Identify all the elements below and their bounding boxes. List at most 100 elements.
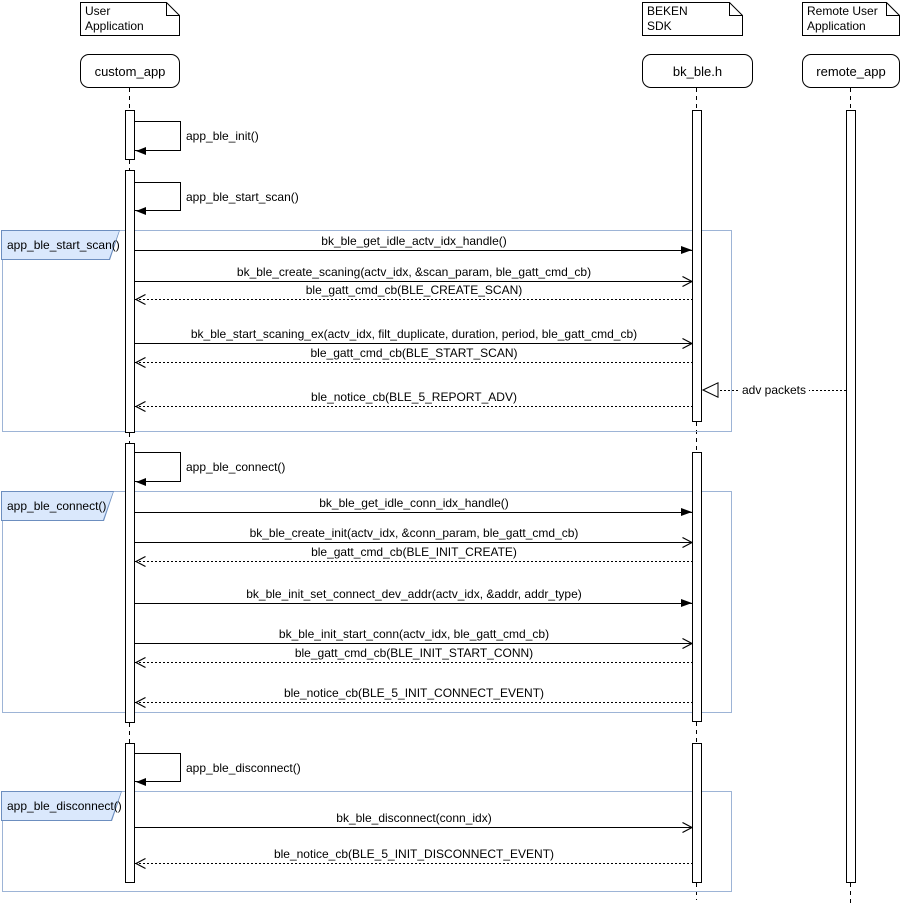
lifeline-bk_ble	[696, 722, 697, 743]
open-arrowhead	[135, 356, 146, 369]
open-arrowhead	[135, 696, 146, 709]
self-message-arrowhead	[136, 778, 146, 786]
activation-bar-custom_app	[125, 743, 135, 883]
note-text-line2: Application	[85, 19, 144, 33]
frame-app-ble-disconnect-	[2, 791, 732, 892]
message-line	[135, 603, 692, 604]
frame-label: app_ble_start_scan()	[1, 230, 120, 260]
open-arrowhead	[682, 337, 693, 350]
open-arrowhead	[682, 275, 693, 288]
open-arrowhead	[135, 555, 146, 568]
self-message-loop	[135, 182, 181, 211]
message-line	[135, 343, 692, 344]
frame-label: app_ble_connect()	[1, 491, 114, 521]
frame-label-text: app_ble_connect()	[7, 499, 107, 513]
activation-bar-remote_app	[846, 110, 856, 883]
message-label: ble_notice_cb(BLE_5_REPORT_ADV)	[311, 390, 517, 404]
message-label: ble_gatt_cmd_cb(BLE_CREATE_SCAN)	[305, 283, 523, 297]
message-return-line	[135, 702, 692, 703]
frame-label-text: app_ble_start_scan()	[7, 238, 120, 252]
message-line	[135, 250, 692, 251]
note-text-line1: User	[85, 4, 111, 18]
activation-bar-custom_app	[125, 170, 135, 433]
note-fold-icon	[802, 2, 900, 36]
message-label: ble_notice_cb(BLE_5_INIT_DISCONNECT_EVEN…	[273, 847, 555, 861]
lifeline-custom_app	[129, 433, 130, 443]
message-return-line	[135, 406, 692, 407]
lifeline-custom_app	[129, 723, 130, 743]
open-arrowhead	[682, 536, 693, 549]
self-message-loop	[135, 121, 181, 151]
open-arrowhead	[682, 637, 693, 650]
filled-arrowhead	[681, 508, 692, 516]
activation-bar-custom_app	[125, 110, 135, 160]
open-triangle-arrowhead	[702, 382, 719, 398]
message-label: ble_gatt_cmd_cb(BLE_INIT_CREATE)	[311, 545, 517, 559]
frame-label-text: app_ble_disconnect()	[7, 799, 122, 813]
note-text-line1: BEKEN	[647, 4, 688, 18]
message-line	[135, 827, 692, 828]
message-return-line	[135, 362, 692, 363]
lifeline-bk_ble	[696, 422, 697, 452]
open-arrowhead	[135, 857, 146, 870]
actor-name: custom_app	[94, 63, 166, 79]
frame-label-shape-fill	[2, 231, 119, 259]
message-label: adv packets	[738, 383, 810, 397]
message-label: ble_gatt_cmd_cb(BLE_INIT_START_CONN)	[294, 646, 534, 660]
message-line	[135, 542, 692, 543]
open-arrowhead	[682, 821, 693, 834]
message-return-line	[135, 299, 692, 300]
note-text-line1: Remote User	[807, 4, 878, 18]
actor-box-remote_app: remote_app	[802, 54, 900, 88]
activation-bar-bk_ble	[692, 110, 702, 422]
frame-app-ble-start-scan-	[2, 230, 732, 432]
activation-bar-bk_ble	[692, 452, 702, 722]
message-return-line	[135, 662, 692, 663]
message-label: bk_ble_init_set_connect_dev_addr(actv_id…	[246, 587, 582, 601]
self-message-label: app_ble_disconnect()	[186, 761, 301, 775]
self-message-arrowhead	[136, 478, 146, 486]
activation-bar-bk_ble	[692, 743, 702, 883]
self-message-label: app_ble_start_scan()	[186, 190, 299, 204]
message-label: bk_ble_init_start_conn(actv_idx, ble_gat…	[278, 627, 550, 641]
message-label: bk_ble_create_init(actv_idx, &conn_param…	[249, 526, 579, 540]
message-label: bk_ble_disconnect(conn_idx)	[336, 811, 492, 825]
message-return-line	[135, 561, 692, 562]
note-text-line2: Application	[807, 19, 866, 33]
lifeline-bk_ble	[696, 88, 697, 110]
message-line	[135, 643, 692, 644]
filled-arrowhead	[681, 599, 692, 607]
filled-arrowhead	[681, 246, 692, 254]
open-arrowhead	[135, 400, 146, 413]
message-label: bk_ble_get_idle_conn_idx_handle()	[319, 496, 509, 510]
message-label: bk_ble_get_idle_actv_idx_handle()	[321, 234, 507, 248]
message-line	[135, 512, 692, 513]
activation-bar-custom_app	[125, 443, 135, 723]
message-label: bk_ble_create_scaning(actv_idx, &scan_pa…	[236, 265, 592, 279]
lifeline-remote_app	[850, 88, 851, 110]
self-message-arrowhead	[136, 207, 146, 215]
self-message-label: app_ble_connect()	[186, 460, 286, 474]
frame-label: app_ble_disconnect()	[1, 791, 122, 821]
message-label: bk_ble_start_scaning_ex(actv_idx, filt_d…	[190, 327, 638, 341]
actor-box-custom_app: custom_app	[80, 54, 180, 88]
note-fold-icon	[80, 2, 180, 36]
self-message-loop	[135, 452, 181, 482]
self-message-loop	[135, 753, 181, 782]
open-arrowhead	[135, 293, 146, 306]
frame-app-ble-connect-	[2, 491, 732, 713]
frame-label-shape-fill	[2, 492, 113, 520]
message-line	[135, 281, 692, 282]
message-label: ble_gatt_cmd_cb(BLE_START_SCAN)	[310, 346, 518, 360]
frame-label-shape-fill	[2, 792, 121, 820]
